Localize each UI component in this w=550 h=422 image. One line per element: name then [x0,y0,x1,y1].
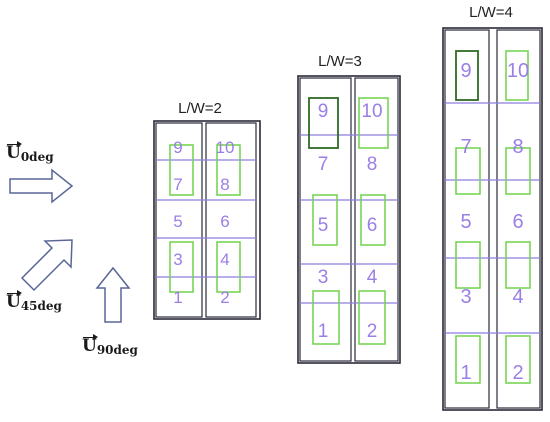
panel-3-sensor-box-3 [455,147,481,195]
panel-3-right-column [496,29,541,409]
panel-3-sensor-box-5 [455,241,481,289]
panel-1-cell-number-9: 9 [173,138,182,157]
panel-3-cell-number-2: 2 [512,362,523,384]
panel-2-cell-number-8: 8 [367,154,378,175]
panel-2-cell-number-7: 7 [318,154,329,175]
panel-3-cell-number-3: 3 [460,286,471,308]
panel-2-cell-number-4: 4 [367,267,378,288]
wind-label-90deg: U90deg [82,334,138,357]
panel-3-sensor-box-6 [505,241,531,289]
panel-2-cell-number-3: 3 [318,267,329,288]
panel-3-cell-number-7: 7 [460,136,471,158]
panel-1-cell-number-4: 4 [220,250,229,269]
panel-1-sensor-box-3 [169,241,194,293]
panel-3-cell-number-8: 8 [512,136,523,158]
panel-2-left-column [299,77,352,362]
panel-2-sensor-box-2 [358,97,389,149]
panel-3-sensor-box-4 [505,147,531,195]
panel-2-sensor-box-3 [312,194,338,246]
panel-3-outer-frame [442,27,543,411]
panel-1-left-column [155,122,203,318]
panel-2-cell-number-5: 5 [318,215,329,236]
arrow-0deg-icon [9,168,74,204]
panel-2-sensor-box-1 [308,97,339,149]
panel-3-cell-number-10: 10 [507,60,529,82]
panel-1-right-column [205,122,257,318]
panel-2-cell-number-2: 2 [367,321,378,342]
panel-1-cell-number-5: 5 [173,212,182,231]
panel-3-label: L/W=4 [469,4,513,21]
panel-2-outer-frame [297,75,401,364]
arrow-90deg-icon [95,266,131,323]
wind-label-0deg: U0deg [6,141,54,164]
panel-3-cell-number-1: 1 [460,362,471,384]
panel-1-sensor-box-1 [169,144,194,196]
panel-1-sensor-box-2 [216,144,241,196]
wind-label-45deg-base: U [6,290,22,312]
wind-label-45deg-sub: 45deg [20,299,62,313]
panel-2-sensor-box-4 [360,194,386,246]
panel-2-sensor-box-6 [358,290,386,345]
panel-3-left-column [444,29,490,409]
panel-2-right-column [354,77,399,362]
wind-label-0deg-sub: 0deg [20,150,54,164]
panel-1-sensor-box-4 [216,241,241,293]
panel-1-cell-number-2: 2 [220,288,229,307]
panel-1-label: L/W=2 [178,100,222,117]
panel-2-cell-number-1: 1 [318,321,329,342]
wind-label-90deg-sub: 90deg [96,343,138,357]
panel-3-sensor-box-1 [455,50,479,101]
panel-2-cell-number-6: 6 [367,215,378,236]
panel-1-cell-number-10: 10 [216,138,235,157]
panel-3-sensor-box-2 [505,50,529,101]
panel-3-sensor-box-8 [505,335,531,384]
panel-2-cell-number-9: 9 [318,101,329,122]
wind-label-90deg-base: U [82,334,98,356]
panel-3-cell-number-9: 9 [460,60,471,82]
panel-3-cell-number-6: 6 [512,211,523,233]
panel-1-cell-number-7: 7 [173,175,182,194]
panel-3-cell-number-4: 4 [512,286,523,308]
panel-3-cell-number-5: 5 [460,211,471,233]
wind-label-45deg: U45deg [6,290,62,313]
wind-label-0deg-base: U [6,141,22,163]
panel-3-sensor-box-7 [455,335,481,384]
panel-1-cell-number-3: 3 [173,250,182,269]
panel-2-sensor-box-5 [312,290,340,345]
panel-1-cell-number-1: 1 [173,288,182,307]
panel-2-cell-number-10: 10 [361,101,382,122]
panel-2-label: L/W=3 [318,53,362,70]
arrow-45deg-icon [20,239,73,292]
panel-1-cell-number-6: 6 [220,212,229,231]
panel-1-cell-number-8: 8 [220,175,229,194]
panel-1-outer-frame [153,120,261,320]
